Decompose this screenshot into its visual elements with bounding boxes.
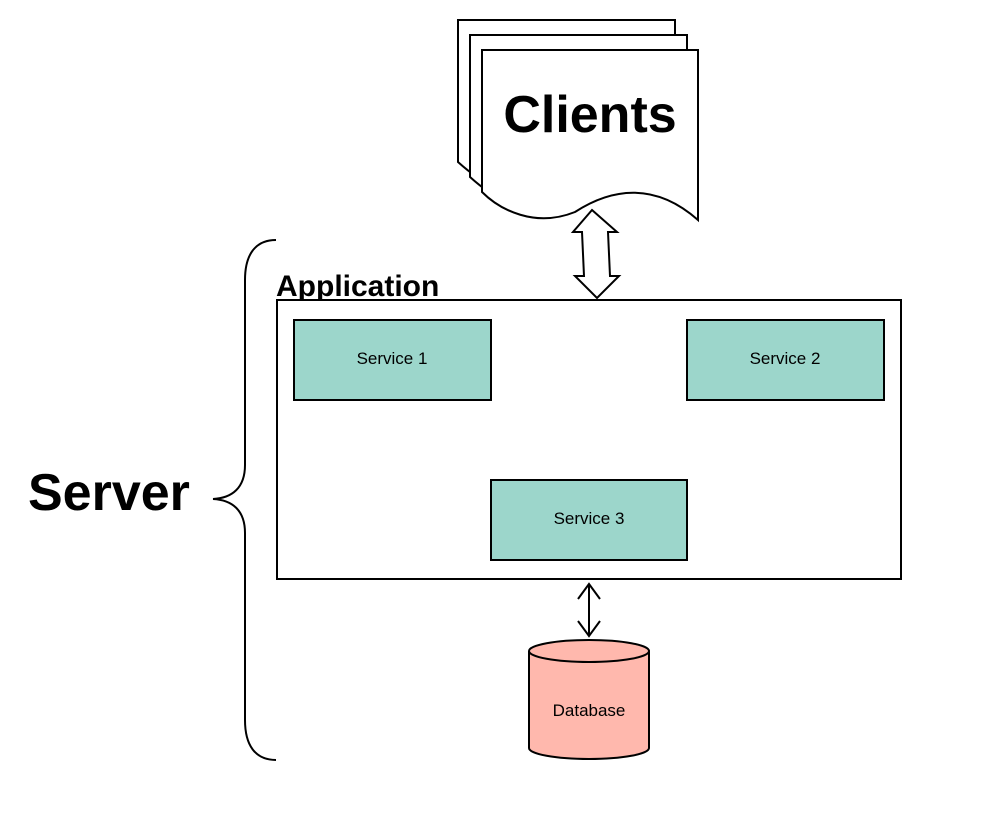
clients-application-double-arrow: [570, 208, 622, 300]
service-2-label: Service 2: [750, 349, 821, 368]
service-1-box: [293, 319, 492, 401]
service-1-label: Service 1: [357, 349, 428, 368]
application-database-arrow: [577, 582, 601, 638]
server-label: Server: [28, 464, 190, 522]
service-3-label: Service 3: [554, 509, 625, 528]
server-curly-brace: [212, 239, 277, 761]
database-body: [528, 651, 650, 760]
clients-document-stack: Clients: [457, 19, 699, 223]
service-3-box: [490, 479, 688, 561]
application-label: Application: [276, 270, 439, 303]
database-label: Database: [553, 701, 626, 720]
clients-label: Clients: [503, 86, 676, 144]
clients-document-front: [481, 49, 699, 223]
service-2-box: [686, 319, 885, 401]
database-top: [528, 639, 650, 663]
database-cylinder: Database: [528, 639, 650, 760]
